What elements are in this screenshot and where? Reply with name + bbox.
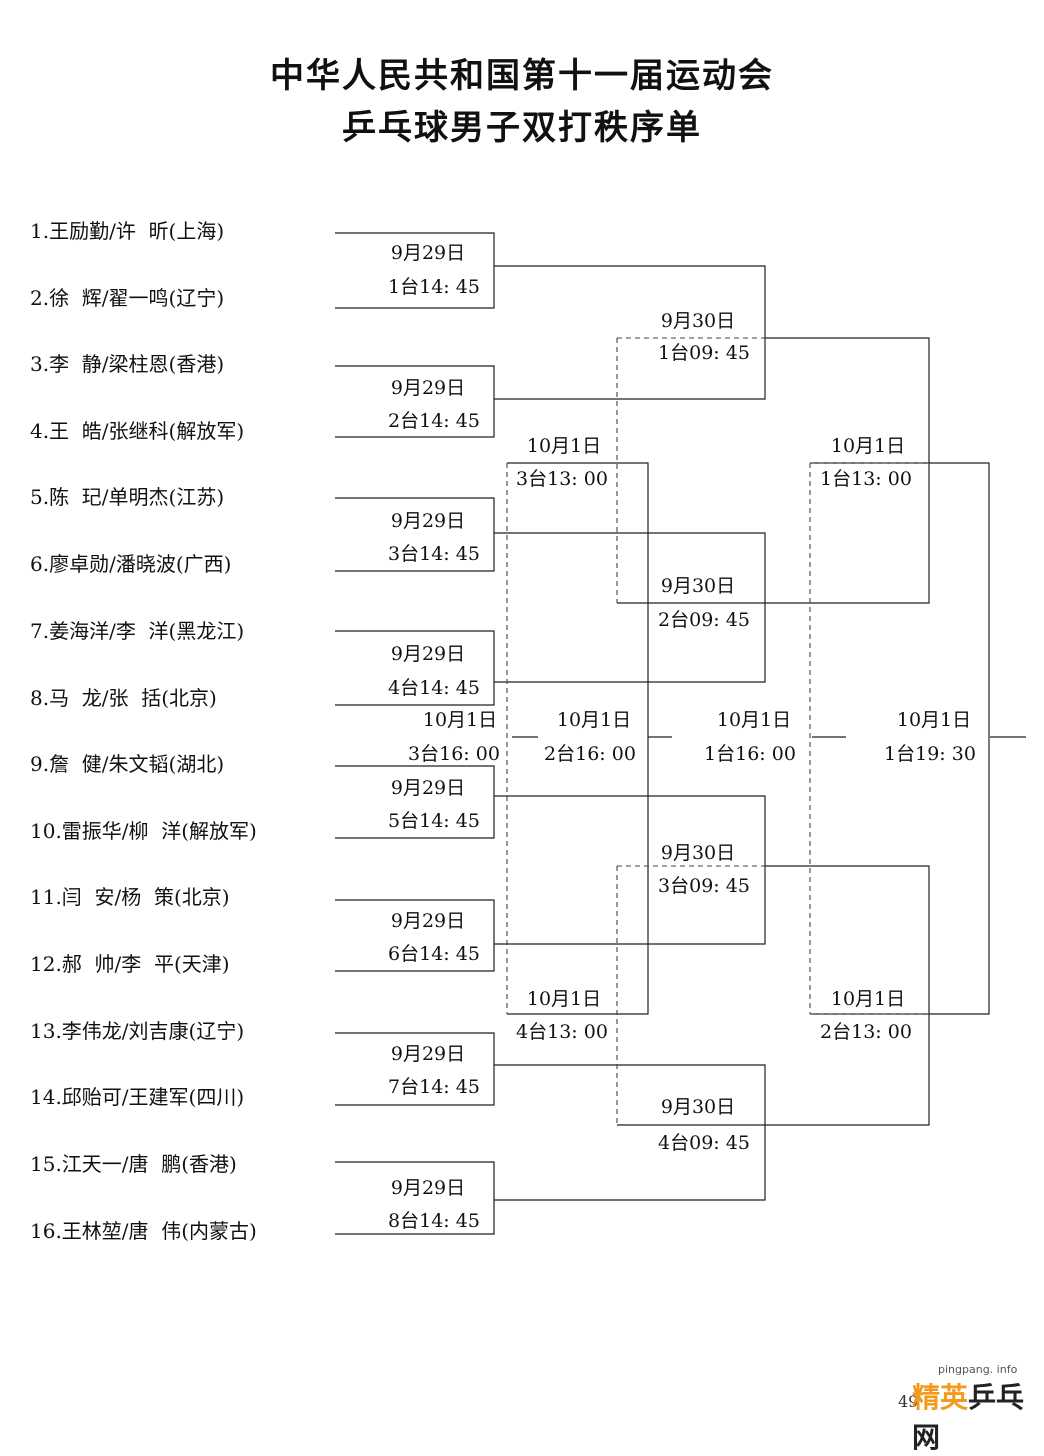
rep-slot: 4台13: 00 — [516, 1021, 608, 1043]
r1-date: 9月29日 — [390, 1177, 466, 1199]
r2-bracket-4 — [494, 1064, 766, 1201]
mid-slot: 1台19: 30 — [884, 743, 976, 765]
r1-bracket-3 — [335, 497, 495, 572]
mid-date: 10月1日 — [556, 709, 632, 731]
r1-slot: 2台14: 45 — [388, 410, 480, 432]
mid-date: 10月1日 — [422, 709, 498, 731]
player-entry: 6.廖卓勋/潘晓波(广西) — [30, 552, 232, 576]
rep-date: 10月1日 — [830, 988, 906, 1010]
page-subtitle: 乒乓球男子双打秩序单 — [342, 108, 702, 148]
sf-bracket-2 — [617, 865, 930, 1126]
player-entry: 4.王 皓/张继科(解放军) — [30, 419, 245, 443]
player-entry: 10.雷振华/柳 洋(解放军) — [30, 819, 257, 843]
r1-bracket-7 — [335, 1032, 495, 1106]
player-entry: 5.陈 玘/单明杰(江苏) — [30, 485, 225, 509]
player-entry: 8.马 龙/张 括(北京) — [30, 686, 217, 710]
rep-date: 10月1日 — [830, 435, 906, 457]
r2-date: 9月30日 — [660, 842, 736, 864]
r1-date: 9月29日 — [390, 777, 466, 799]
player-entry: 2.徐 辉/翟一鸣(辽宁) — [30, 286, 225, 310]
player-entry: 13.李伟龙/刘吉康(辽宁) — [30, 1019, 245, 1043]
r1-date: 9月29日 — [390, 1043, 466, 1065]
page-title: 中华人民共和国第十一届运动会 — [270, 56, 774, 96]
rep-date: 10月1日 — [526, 988, 602, 1010]
rep-date: 10月1日 — [526, 435, 602, 457]
sf-bracket-1 — [617, 337, 930, 604]
r1-slot: 4台14: 45 — [388, 677, 480, 699]
dashed-sf-2 — [616, 865, 765, 1125]
page-number: 49 — [898, 1392, 919, 1411]
rep-slot: 3台13: 00 — [516, 468, 608, 490]
r1-date: 9月29日 — [390, 242, 466, 264]
r1-slot: 7台14: 45 — [388, 1076, 480, 1098]
r2-slot: 2台09: 45 — [658, 609, 750, 631]
r1-slot: 1台14: 45 — [388, 276, 480, 298]
r1-slot: 8台14: 45 — [388, 1210, 480, 1232]
r2-date: 9月30日 — [660, 310, 736, 332]
watermark-logo: 精英乒乓网 — [912, 1376, 1044, 1456]
r1-bracket-4 — [335, 630, 495, 706]
player-entry: 14.邱贻可/王建军(四川) — [30, 1085, 245, 1109]
r2-slot: 1台09: 45 — [658, 342, 750, 364]
r1-slot: 5台14: 45 — [388, 810, 480, 832]
r1-slot: 6台14: 45 — [388, 943, 480, 965]
player-entry: 16.王林堃/唐 伟(内蒙古) — [30, 1219, 257, 1243]
player-entry: 7.姜海洋/李 洋(黑龙江) — [30, 619, 245, 643]
player-entry: 12.郝 帅/李 平(天津) — [30, 952, 230, 976]
r1-bracket-5 — [335, 765, 495, 839]
r1-slot: 3台14: 45 — [388, 543, 480, 565]
r1-date: 9月29日 — [390, 377, 466, 399]
r1-bracket-1 — [335, 232, 495, 309]
r1-bracket-6 — [335, 899, 495, 972]
rep-slot: 2台13: 00 — [820, 1021, 912, 1043]
mid-slot: 2台16: 00 — [544, 743, 636, 765]
r2-slot: 3台09: 45 — [658, 875, 750, 897]
rep-bracket-1 — [507, 462, 649, 1015]
mid-slot: 3台16: 00 — [408, 743, 500, 765]
dashed-sf-1 — [616, 337, 765, 603]
r2-bracket-1 — [494, 265, 766, 400]
r1-date: 9月29日 — [390, 910, 466, 932]
watermark-site: pingpang. info — [938, 1363, 1018, 1376]
r2-date: 9月30日 — [660, 575, 736, 597]
r1-bracket-2 — [335, 365, 495, 438]
r2-bracket-3 — [494, 795, 766, 945]
mid-date: 10月1日 — [896, 709, 972, 731]
dashed-final — [809, 462, 929, 1014]
r2-bracket-2 — [494, 532, 766, 683]
r2-slot: 4台09: 45 — [658, 1132, 750, 1154]
mid-slot: 1台16: 00 — [704, 743, 796, 765]
player-entry: 9.詹 健/朱文韬(湖北) — [30, 752, 225, 776]
r1-date: 9月29日 — [390, 510, 466, 532]
r1-date: 9月29日 — [390, 643, 466, 665]
bracket-lines — [335, 232, 1026, 1235]
rep-slot: 1台13: 00 — [820, 468, 912, 490]
player-entry: 15.江天一/唐 鹏(香港) — [30, 1152, 237, 1176]
final-bracket — [810, 462, 990, 1015]
player-entry: 11.闫 安/杨 策(北京) — [30, 885, 230, 909]
player-entry: 1.王励勤/许 昕(上海) — [30, 219, 225, 243]
mid-date: 10月1日 — [716, 709, 792, 731]
player-entry: 3.李 静/梁柱恩(香港) — [30, 352, 225, 376]
watermark-logo-a: 精英 — [912, 1381, 969, 1414]
r1-bracket-8 — [335, 1161, 495, 1235]
r2-date: 9月30日 — [660, 1096, 736, 1118]
